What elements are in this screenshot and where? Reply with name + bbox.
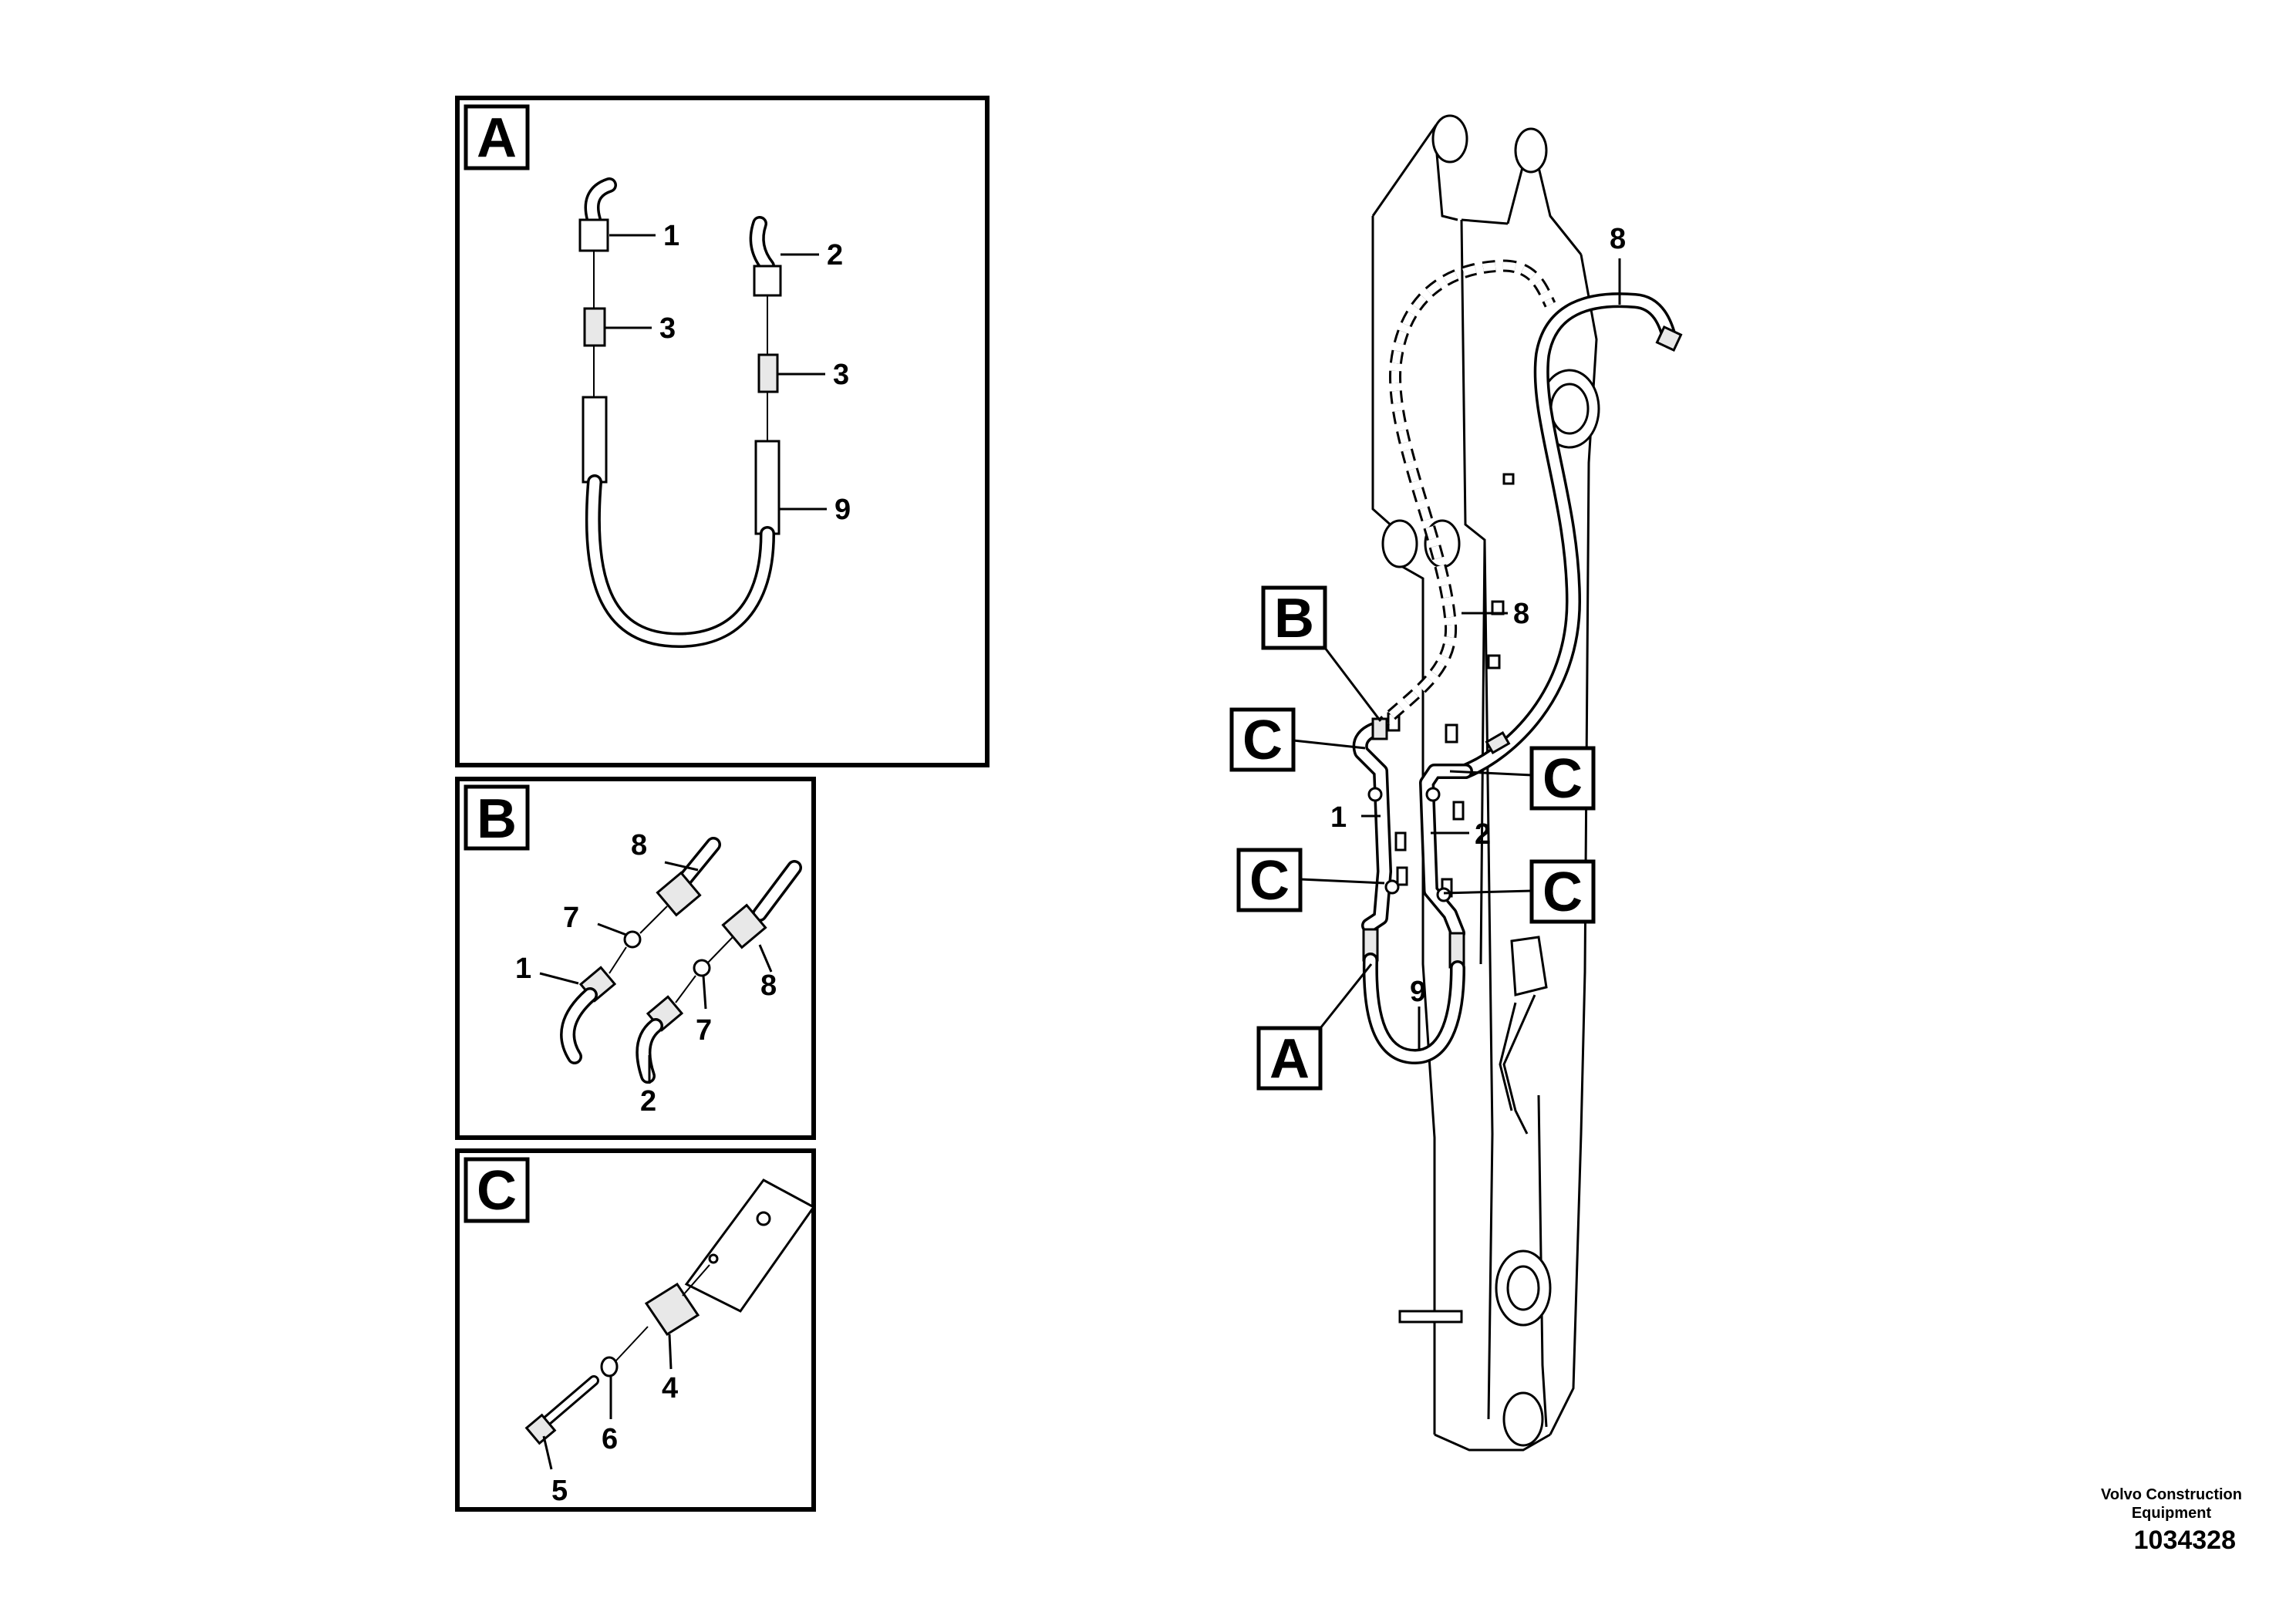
o-ring (623, 930, 642, 949)
callout-1: 1 (515, 953, 531, 985)
washer (600, 1356, 619, 1378)
detail-b-tag (464, 784, 530, 851)
excavator-arm (1352, 114, 1683, 1452)
main-tag-c (1236, 848, 1303, 912)
detail-c-tag (464, 1157, 530, 1223)
main-callout-2: 2 (1475, 818, 1491, 851)
main-tag-c (1529, 859, 1596, 924)
nut-fitting (753, 265, 782, 297)
hose-fitting (721, 903, 767, 949)
detail-panel-c: C 4 6 5 (455, 1148, 816, 1512)
hose-end-left (582, 396, 608, 484)
clamp (1384, 879, 1400, 895)
nameplate (1398, 1310, 1463, 1324)
adapter-fitting (583, 307, 606, 347)
detail-a-tag (464, 104, 530, 170)
bracket-plate (684, 1179, 816, 1313)
top-pin-boss (1431, 114, 1468, 164)
main-tag-c-letter: C (1542, 748, 1583, 810)
hose-end-fitting (1655, 325, 1683, 352)
top-pin-boss (1514, 127, 1548, 174)
callout-8: 8 (760, 969, 777, 1002)
callout-1: 1 (663, 220, 679, 252)
main-callout-9: 9 (1410, 976, 1426, 1008)
clamp (1425, 787, 1441, 802)
adapter-fitting (757, 353, 779, 393)
main-callout-8: 8 (1513, 598, 1529, 630)
hose-end-right (754, 440, 781, 535)
callout-9: 9 (834, 494, 851, 526)
publisher-block: Volvo Construction Equipment (2101, 1485, 2242, 1523)
main-tag-b (1261, 585, 1327, 650)
main-tag-c-letter: C (1542, 862, 1583, 923)
hose-coupling (1485, 731, 1511, 754)
callout-5: 5 (551, 1475, 568, 1507)
publisher-name-line2: Equipment (2131, 1505, 2212, 1522)
sensor-box (1510, 936, 1548, 996)
main-tag-c-letter: C (1249, 850, 1290, 912)
detail-c-letter: C (477, 1160, 517, 1222)
nut-fitting (578, 218, 609, 252)
bucket-pivot (1502, 1391, 1544, 1447)
detail-c-frame (455, 1148, 816, 1512)
bracket-hole (756, 1211, 771, 1226)
main-tag-c-letter: C (1242, 710, 1283, 771)
tube-fitting (1371, 717, 1388, 740)
callout-3: 3 (659, 312, 676, 345)
main-tag-a-letter: A (1269, 1028, 1310, 1090)
main-tag-c (1529, 746, 1596, 811)
main-callout-1: 1 (1330, 801, 1347, 834)
callout-7: 7 (563, 902, 579, 934)
detail-a-letter: A (477, 107, 517, 169)
main-tag-c (1229, 707, 1296, 772)
callout-2: 2 (640, 1085, 656, 1118)
document-number: 1034328 (2133, 1526, 2236, 1555)
main-tag-a (1256, 1026, 1323, 1091)
detail-b-letter: B (477, 788, 517, 850)
clamp (1436, 887, 1451, 902)
callout-8: 8 (631, 829, 647, 862)
publisher-name: Volvo Construction (2101, 1486, 2242, 1503)
clamp (1367, 787, 1383, 802)
detail-panel-b: B 8 7 1 8 7 2 (455, 777, 816, 1140)
clamp-block (644, 1282, 700, 1337)
detail-panel-a: A 1 2 3 3 9 (455, 96, 990, 767)
detail-a-frame (455, 96, 990, 767)
callout-2: 2 (827, 239, 843, 271)
bracket-hole (708, 1253, 719, 1264)
main-tag-b-letter: B (1274, 588, 1314, 649)
detail-b-frame (455, 777, 816, 1140)
o-ring (693, 959, 711, 977)
cylinder-pin (1381, 519, 1418, 568)
callout-6: 6 (602, 1423, 618, 1455)
bolt-head (524, 1413, 557, 1445)
callout-3: 3 (833, 359, 849, 391)
callout-7: 7 (696, 1014, 712, 1047)
main-callouts: B C C C C A 8 8 1 2 9 (1229, 223, 1626, 1091)
hose-fitting (656, 871, 702, 917)
main-callout-8: 8 (1610, 223, 1626, 255)
callout-4: 4 (662, 1372, 678, 1404)
